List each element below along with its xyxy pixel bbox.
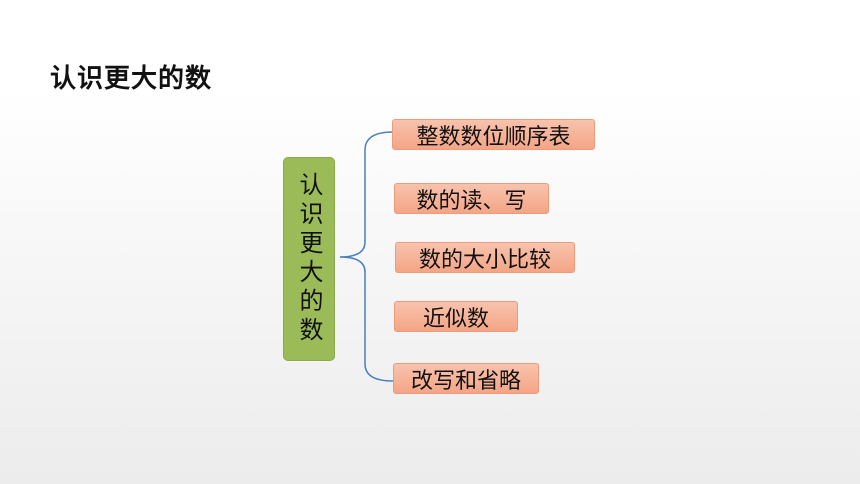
branch-node-rewrite-omit: 改写和省略 (393, 363, 539, 394)
brace-path (339, 131, 394, 382)
branch-node-place-value-table: 整数数位顺序表 (392, 119, 595, 150)
branch-node-compare: 数的大小比较 (395, 242, 575, 273)
root-node: 认识更大的数 (283, 157, 335, 361)
page-title: 认识更大的数 (50, 64, 213, 94)
branch-node-approximation: 近似数 (394, 301, 518, 332)
branch-node-read-write: 数的读、写 (394, 183, 549, 214)
root-node-label: 认识更大的数 (295, 172, 323, 346)
